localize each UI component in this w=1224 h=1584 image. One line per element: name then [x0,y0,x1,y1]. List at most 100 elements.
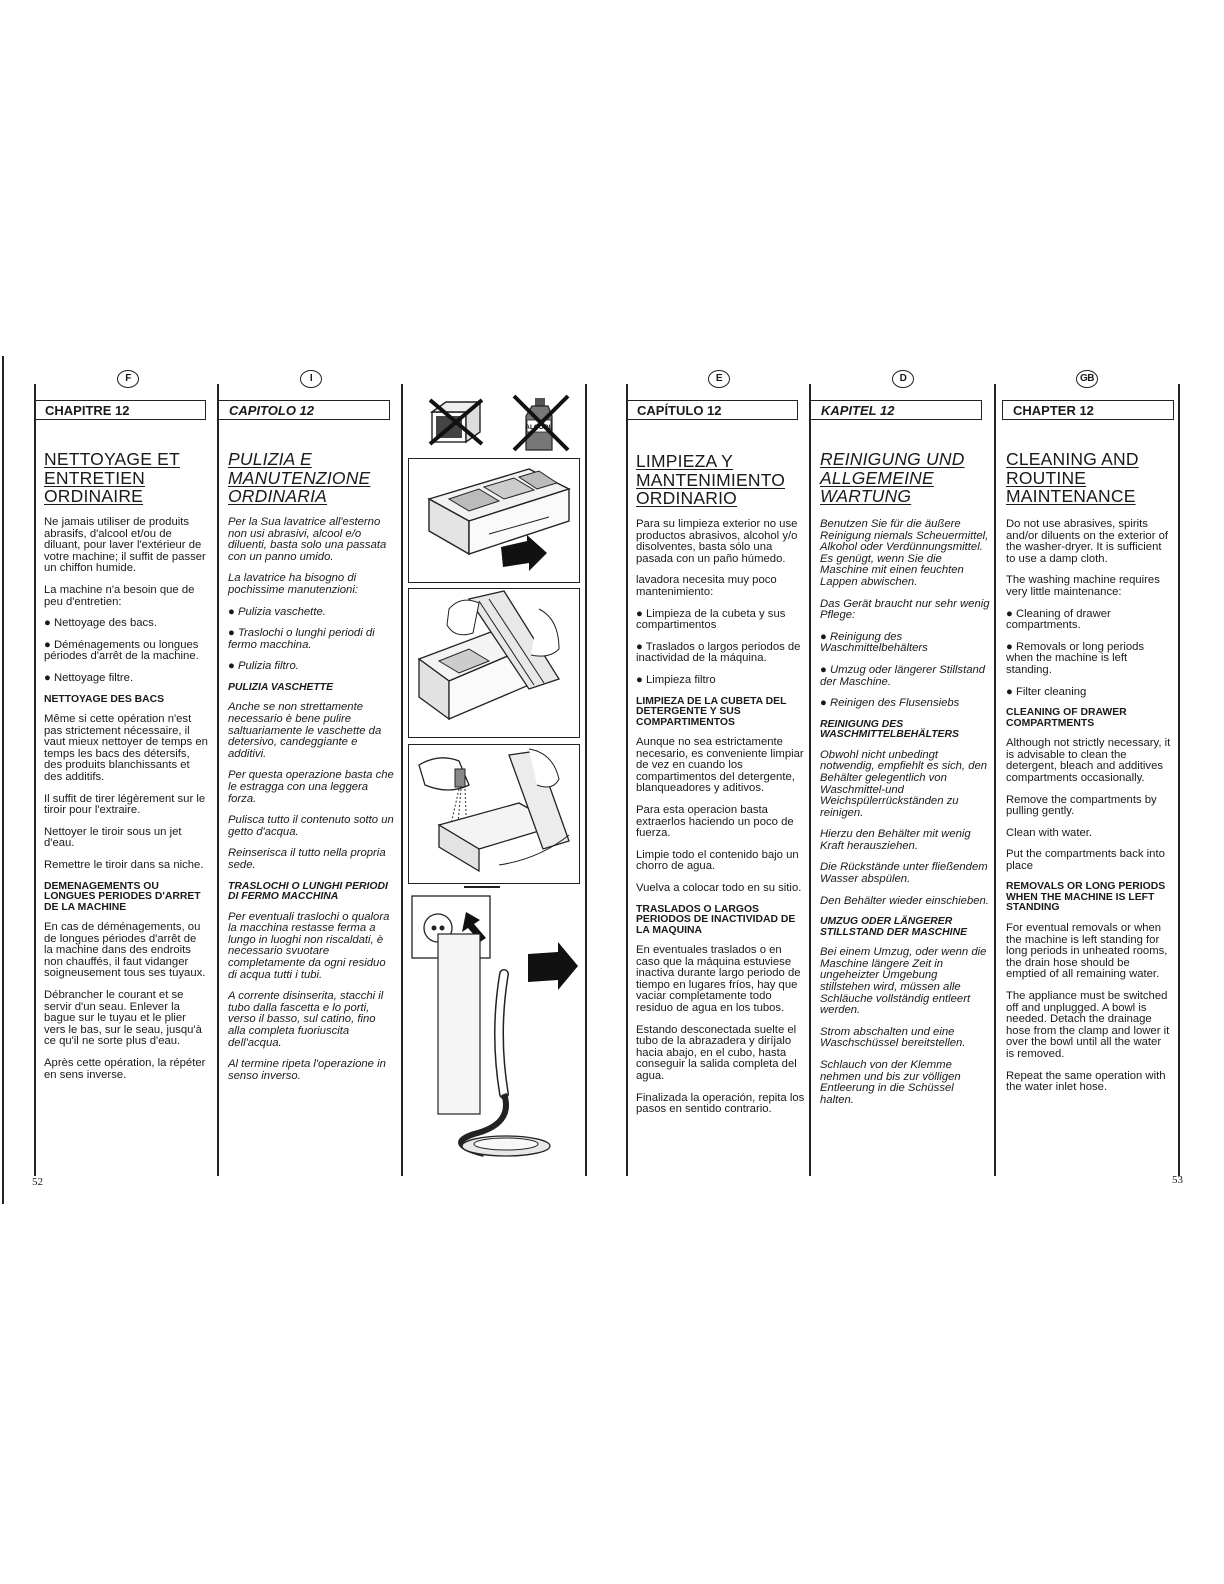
paragraph: Même si cette opération n'est pas strict… [44,713,208,783]
paragraph: Para esta operacion basta extraerlos hac… [636,804,794,840]
bullet-item: Removals or long periods when the machin… [1006,641,1172,677]
subsection-heading: REINIGUNG DES WASCHMITTELBEHÄLTERS [820,718,959,741]
drawer-pull-out-illustration [408,458,580,583]
paragraph: Débrancher le courant et se servir d'un … [44,989,202,1048]
paragraph: A corrente disinserita, stacchi il tubo … [228,990,384,1049]
paragraph: Finalizada la operación, repita los paso… [636,1091,805,1116]
subsection-heading: NETTOYAGE DES BACS [44,693,165,705]
bullet-item: Nettoyage des bacs. [44,618,208,630]
paragraph: Remove the compartments by pulling gentl… [1006,793,1157,818]
column-rule [217,384,219,1176]
page-number-right: 53 [1172,1174,1183,1186]
paragraph: Remettre le tiroir dans sa niche. [44,858,204,871]
paragraph: Clean with water. [1006,826,1093,839]
paragraph: En eventuales traslados o en caso que la… [636,944,801,1015]
paragraph: Das Gerät braucht nur sehr wenig Pflege: [820,597,990,622]
column-rule [34,384,36,1176]
column-rule [1178,384,1180,1176]
body-text-es: Para su limpieza exterior no use product… [636,518,806,1126]
chapter-box-de: KAPITEL 12 [810,400,982,420]
bullet-item: Pulizia vaschette. [228,606,394,619]
language-badge-it: I [300,370,322,388]
paragraph: Benutzen Sie für die äußere Reinigung ni… [820,518,989,588]
language-badge-es: E [708,370,730,388]
paragraph: La lavatrice ha bisogno di pochissime ma… [228,572,358,596]
paragraph: Per la Sua lavatrice all'esterno non usi… [228,516,387,563]
subsection-heading: PULIZIA VASCHETTE [228,681,334,693]
chapter-box-it: CAPITOLO 12 [218,400,390,420]
paragraph: Vuelva a colocar todo en su sitio. [636,881,802,894]
paragraph: For eventual removals or when the machin… [1006,921,1168,981]
bullet-item: Traslados o largos periodos de inactivid… [636,641,806,665]
page-number-left: 52 [32,1176,43,1188]
paragraph: Estando desconectada suelte el tubo de l… [636,1023,797,1082]
paragraph: Para su limpieza exterior no use product… [636,518,798,565]
section-title-es: LIMPIEZA Y MANTENIMIENTO ORDINARIO [636,451,786,508]
body-text-gb: Do not use abrasives, spirits and/or dil… [1006,518,1172,1104]
section-title-it: PULIZIA E MANUTENZIONE ORDINARIA [228,449,371,506]
subsection-heading: DEMENAGEMENTS OU LONGUES PERIODES D'ARRE… [44,880,201,913]
paragraph: Nettoyer le tiroir sous un jet d'eau. [44,825,182,850]
paragraph: Aunque no sea estrictamente necesario, e… [636,736,804,795]
drain-hose-illustration [408,894,586,1164]
subsection-heading: UMZUG ODER LÄNGERER STILLSTAND DER MASCH… [820,916,968,938]
subsection-heading: REMOVALS OR LONG PERIODS WHEN THE MACHIN… [1006,881,1166,914]
paragraph: lavadora necesita muy poco mantenimiento… [636,574,777,598]
bullet-item: Reinigung des Waschmittelbehälters [820,631,990,655]
bullet-item: Reinigen des Flusensiebs [820,698,990,710]
bullet-item: Traslochi o lunghi periodi di fermo macc… [228,627,394,651]
bullet-item: Nettoyage filtre. [44,672,208,685]
compartment-removal-illustration [408,588,580,738]
column-rule [626,384,628,1176]
paragraph: Anche se non strettamente necessario è b… [228,701,382,760]
paragraph: Bei einem Umzug, oder wenn die Maschine … [820,946,987,1017]
paragraph: Strom abschalten und eine Waschschüssel … [820,1025,966,1050]
section-title-fr: NETTOYAGE ET ENTRETIEN ORDINAIRE [44,449,180,506]
page-edge-rule [2,356,4,1204]
language-badge-de: D [892,370,914,388]
chapter-box-gb: CHAPTER 12 [1002,400,1174,420]
bullet-item: Cleaning of drawer compartments. [1006,608,1172,632]
no-alcohol-bottle-icon: ALCOOL [512,394,570,452]
paragraph: Schlauch von der Klemme nehmen und bis z… [820,1059,961,1106]
paragraph: La machine n'a besoin que de peu d'entre… [44,583,195,608]
no-abrasive-pad-icon [428,398,484,446]
body-text-de: Benutzen Sie für die äußere Reinigung ni… [820,518,990,1116]
language-badge-gb: GB [1076,370,1098,388]
figure-separator [464,886,500,888]
section-title-de: REINIGUNG UND ALLGEMEINE WARTUNG [820,449,965,506]
bullet-item: Filter cleaning [1006,686,1172,699]
column-rule [994,384,996,1176]
paragraph: The appliance must be switched off and u… [1006,989,1170,1060]
paragraph: The washing machine requires very little… [1006,574,1160,598]
body-text-it: Per la Sua lavatrice all'esterno non usi… [228,516,394,1092]
paragraph: Put the compartments back into place [1006,848,1165,872]
bullet-item: Pulizia filtro. [228,661,394,673]
language-badge-fr: F [117,370,139,388]
column-rule [809,384,811,1176]
chapter-box-es: CAPÍTULO 12 [626,400,798,420]
column-rule [585,384,587,1176]
paragraph: En cas de déménagements, ou de longues p… [44,921,206,980]
subsection-heading: TRASLADOS O LARGOS PERIODOS DE INACTIVID… [636,903,796,936]
subsection-heading: TRASLOCHI O LUNGHI PERIODI DI FERMO MACC… [228,880,388,903]
bullet-item: Déménagements ou longues périodes d'arrê… [44,639,208,663]
paragraph: Obwohl nicht unbedingt notwendig, empfie… [820,748,988,819]
section-title-gb: CLEANING AND ROUTINE MAINTENANCE [1006,449,1139,506]
paragraph: Pulisca tutto il contenuto sotto un gett… [228,814,394,838]
paragraph: Do not use abrasives, spirits and/or dil… [1006,518,1169,565]
bullet-item: Limpieza de la cubeta y sus compartiment… [636,608,806,632]
paragraph: Il suffit de tirer légèrement sur le tir… [44,792,206,817]
paragraph: Ne jamais utiliser de produits abrasifs,… [44,516,206,575]
paragraph: Al termine ripeta l'operazione in senso … [228,1058,386,1082]
paragraph: Limpie todo el contenido bajo un chorro … [636,848,799,873]
paragraph: Die Rückstände unter fließendem Wasser a… [820,861,988,886]
column-rule [401,384,403,1176]
paragraph: Per eventuali traslochi o qualora la mac… [228,910,390,981]
paragraph: Hierzu den Behälter mit wenig Kraft hera… [820,828,971,852]
body-text-fr: Ne jamais utiliser de produits abrasifs,… [44,516,208,1091]
paragraph: Repeat the same operation with the water… [1006,1069,1166,1094]
paragraph: Although not strictly necessary, it is a… [1006,737,1171,784]
paragraph: Après cette opération, la répéter en sen… [44,1057,206,1081]
paragraph: Den Behälter wieder einschieben. [820,894,989,907]
